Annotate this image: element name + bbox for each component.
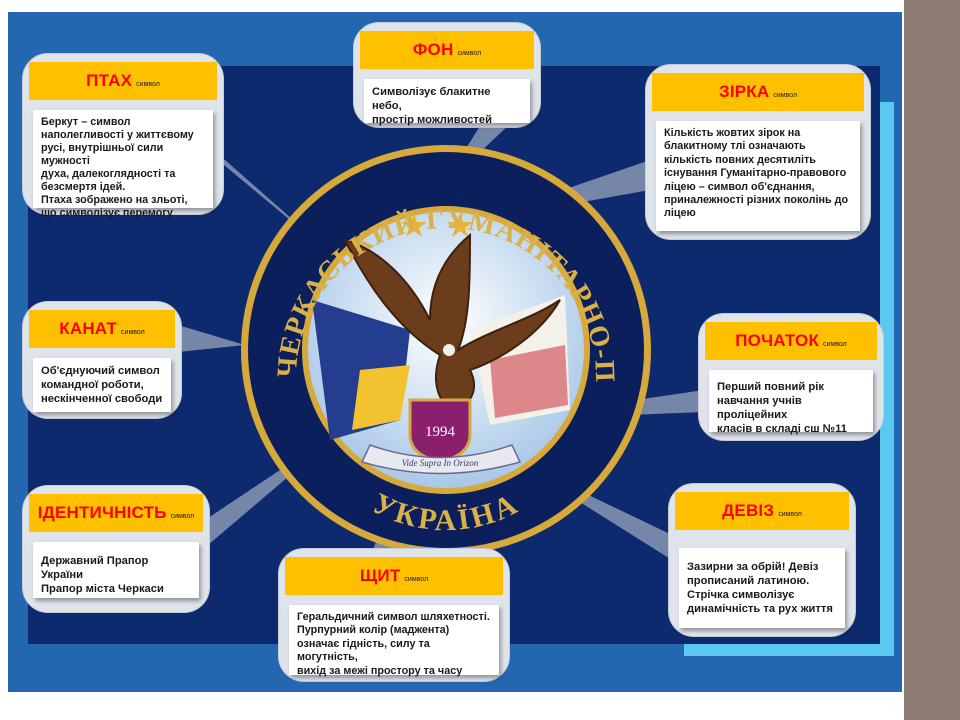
callout-kanat: КАНАТ символ Об'єднуючий символ командно… <box>22 301 182 419</box>
callout-zirka-text: Кількість жовтих зірок на блакитному тлі… <box>656 121 860 231</box>
callout-ptakh-sub: символ <box>136 80 160 88</box>
eagle-head-icon <box>443 344 455 356</box>
pointer-kanat <box>178 325 245 352</box>
callout-shchyt-header: ЩИТ символ <box>285 557 503 595</box>
callout-fon-title: ФОН <box>412 40 454 59</box>
accent-stripe-right <box>880 102 894 644</box>
cherkasy-flag-ornament <box>490 345 568 418</box>
callout-deviz-header: ДЕВІЗ символ <box>675 492 849 530</box>
callout-identychnist-title: ІДЕНТИЧНІСТЬ <box>37 503 167 522</box>
callout-fon-header: ФОН символ <box>360 31 534 69</box>
ukraine-flag-yellow <box>352 365 410 430</box>
callout-zirka-sub: символ <box>773 91 798 99</box>
callout-identychnist-header: ІДЕНТИЧНІСТЬ символ <box>29 494 203 532</box>
accent-stripe-bottom <box>684 644 894 656</box>
callout-deviz-sub: символ <box>778 510 802 518</box>
callout-zirka: ЗІРКА символ Кількість жовтих зірок на б… <box>645 64 871 240</box>
callout-ptakh-title: ПТАХ <box>86 71 133 90</box>
callout-ptakh-header: ПТАХ символ <box>29 62 217 100</box>
side-strip <box>904 0 960 720</box>
callout-shchyt: ЩИТ символ Геральдичний символ шляхетнос… <box>278 548 510 682</box>
star-1-icon <box>401 213 427 237</box>
callout-kanat-text: Об'єднуючий символ командної роботи, нес… <box>33 358 171 412</box>
callout-identychnist-text: Державний Прапор України Прапор міста Че… <box>33 542 199 598</box>
callout-kanat-header: КАНАТ символ <box>29 310 175 348</box>
callout-pochatok-header: ПОЧАТОК символ <box>705 322 877 360</box>
callout-ptakh: ПТАХ символ Беркут – символ наполегливос… <box>22 53 224 219</box>
callout-pochatok-text: Перший повний рік навчання учнів проліце… <box>709 370 873 435</box>
callout-ptakh-text: Беркут – символ наполегливості у життєво… <box>33 110 213 219</box>
motto-label: Vide Supra In Orizon <box>402 458 479 468</box>
callout-identychnist-sub: символ <box>170 512 195 520</box>
callout-deviz: ДЕВІЗ символ Зазирни за обрій! Девіз про… <box>668 483 856 637</box>
callout-fon-text: Символізує блакитне небо, простір можлив… <box>364 79 530 126</box>
star-2-icon <box>447 213 473 237</box>
callout-pochatok-title: ПОЧАТОК <box>735 331 820 350</box>
callout-zirka-header: ЗІРКА символ <box>652 73 864 111</box>
callout-deviz-title: ДЕВІЗ <box>722 501 775 520</box>
eagle-icon <box>343 232 561 412</box>
callout-kanat-sub: символ <box>121 328 145 336</box>
callout-shchyt-title: ЩИТ <box>359 566 401 585</box>
year-label: 1994 <box>425 424 456 440</box>
callout-shchyt-sub: символ <box>404 575 429 583</box>
callout-fon: ФОН символ Символізує блакитне небо, про… <box>353 22 541 128</box>
callout-deviz-text: Зазирни за обрій! Девіз прописаний латин… <box>679 548 845 628</box>
callout-fon-sub: символ <box>457 49 482 57</box>
callout-pochatok-sub: символ <box>823 340 847 348</box>
motto-ribbon <box>360 444 522 475</box>
callout-pochatok: ПОЧАТОК символ Перший повний рік навчанн… <box>698 313 884 441</box>
callout-shchyt-text: Геральдичний символ шляхетності. Пурпурн… <box>289 605 499 677</box>
callout-kanat-title: КАНАТ <box>59 319 118 338</box>
callout-identychnist: ІДЕНТИЧНІСТЬ символ Державний Прапор Укр… <box>22 485 210 613</box>
callout-zirka-title: ЗІРКА <box>718 82 770 101</box>
